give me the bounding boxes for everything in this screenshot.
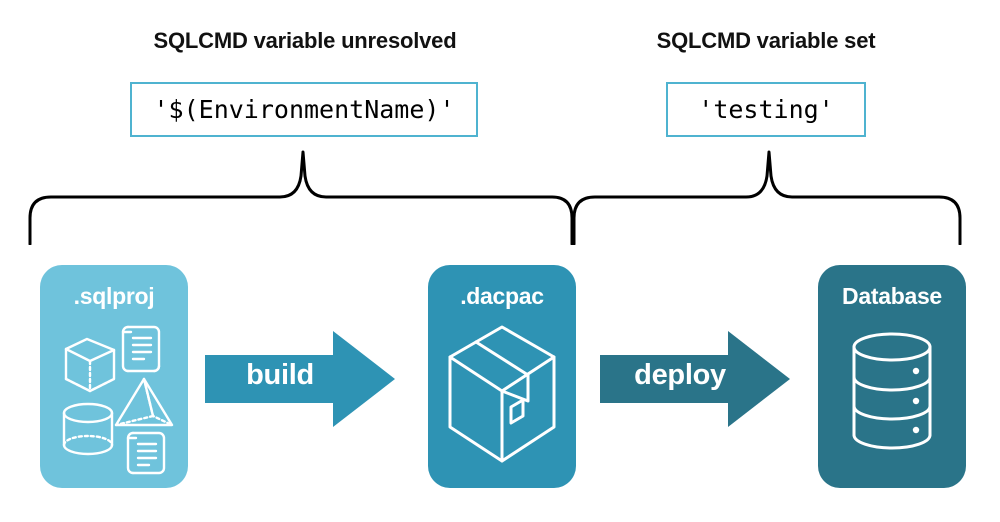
arrow-deploy-icon bbox=[600, 331, 790, 432]
sql-project-shapes-icon bbox=[40, 317, 188, 482]
curly-brace-left-icon bbox=[28, 150, 574, 250]
arrow-deploy-label: deploy bbox=[634, 359, 726, 391]
database-cylinder-icon bbox=[818, 325, 966, 480]
card-sqlproj: .sqlproj bbox=[40, 265, 188, 488]
card-sqlproj-label: .sqlproj bbox=[73, 283, 155, 309]
package-box-icon bbox=[428, 315, 576, 485]
sqlcmd-variable-value-box-left: '$(EnvironmentName)' bbox=[130, 82, 478, 137]
curly-brace-right-icon bbox=[572, 150, 962, 250]
card-database-label: Database bbox=[842, 283, 942, 309]
group-heading-right: SQLCMD variable set bbox=[656, 28, 876, 53]
card-dacpac: .dacpac bbox=[428, 265, 576, 488]
card-dacpac-label: .dacpac bbox=[460, 283, 544, 309]
arrow-build-label: build bbox=[246, 359, 314, 391]
arrow-build-icon bbox=[205, 331, 395, 432]
group-heading-left: SQLCMD variable unresolved bbox=[153, 28, 457, 53]
sqlcmd-variable-value-box-right: 'testing' bbox=[666, 82, 866, 137]
card-database: Database bbox=[818, 265, 966, 488]
